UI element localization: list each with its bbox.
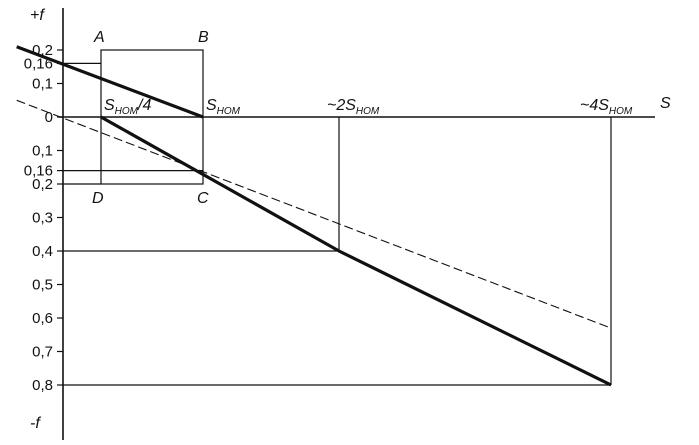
- point-label-b: B: [198, 29, 209, 46]
- mark-s-2nom-prefix: ~2: [327, 97, 345, 114]
- y-tick-label: 0,5: [32, 277, 53, 294]
- mark-s-quarter: SНОМ/4: [104, 97, 151, 117]
- y-tick-label: 0,1: [32, 76, 53, 93]
- mark-s-4nom-prefix: ~4: [580, 97, 598, 114]
- point-label-a: A: [93, 29, 105, 46]
- y-axis-positive-label: +f: [30, 7, 45, 24]
- mark-s-quarter-main: S: [104, 97, 115, 114]
- mark-s-nom-sub: НОМ: [217, 106, 241, 117]
- y-tick-label: 0,3: [32, 210, 53, 227]
- y-tick-label: 0,7: [32, 344, 53, 361]
- series-line-2: [100, 115, 612, 387]
- mark-s-2nom-sub: НОМ: [356, 106, 380, 117]
- point-label-c: C: [197, 190, 209, 207]
- y-tick-label: 0,16: [24, 55, 53, 72]
- y-tick-label: 0,8: [32, 377, 53, 394]
- y-tick-label: 0,2: [32, 176, 53, 193]
- mark-s-nom-main: S: [206, 97, 217, 114]
- y-tick-label: 0: [45, 109, 53, 126]
- y-axis-negative-label: -f: [30, 415, 41, 432]
- mark-s-4nom-main: S: [598, 97, 609, 114]
- mark-s-2nom: ~2SНОМ: [327, 97, 380, 117]
- diagram-geometry: 0,20,160,100,10,160,20,30,40,50,60,70,8: [16, 8, 655, 440]
- mark-s-nom: SНОМ: [206, 97, 241, 117]
- series-line-1: [16, 45, 204, 119]
- series-line-3: [16, 99, 612, 329]
- y-tick-label: 0,6: [32, 310, 53, 327]
- y-tick-label: 0,16: [24, 163, 53, 180]
- mark-s-4nom: ~4SНОМ: [580, 97, 633, 117]
- x-axis-label: S: [660, 95, 671, 112]
- y-tick-label: 0,4: [32, 243, 53, 260]
- y-tick-label: 0,1: [32, 143, 53, 160]
- mark-s-4nom-sub: НОМ: [609, 106, 633, 117]
- point-label-d: D: [92, 190, 104, 207]
- mark-s-quarter-sub: НОМ: [115, 106, 139, 117]
- mark-s-2nom-main: S: [345, 97, 356, 114]
- mark-s-quarter-suffix: /4: [137, 97, 151, 114]
